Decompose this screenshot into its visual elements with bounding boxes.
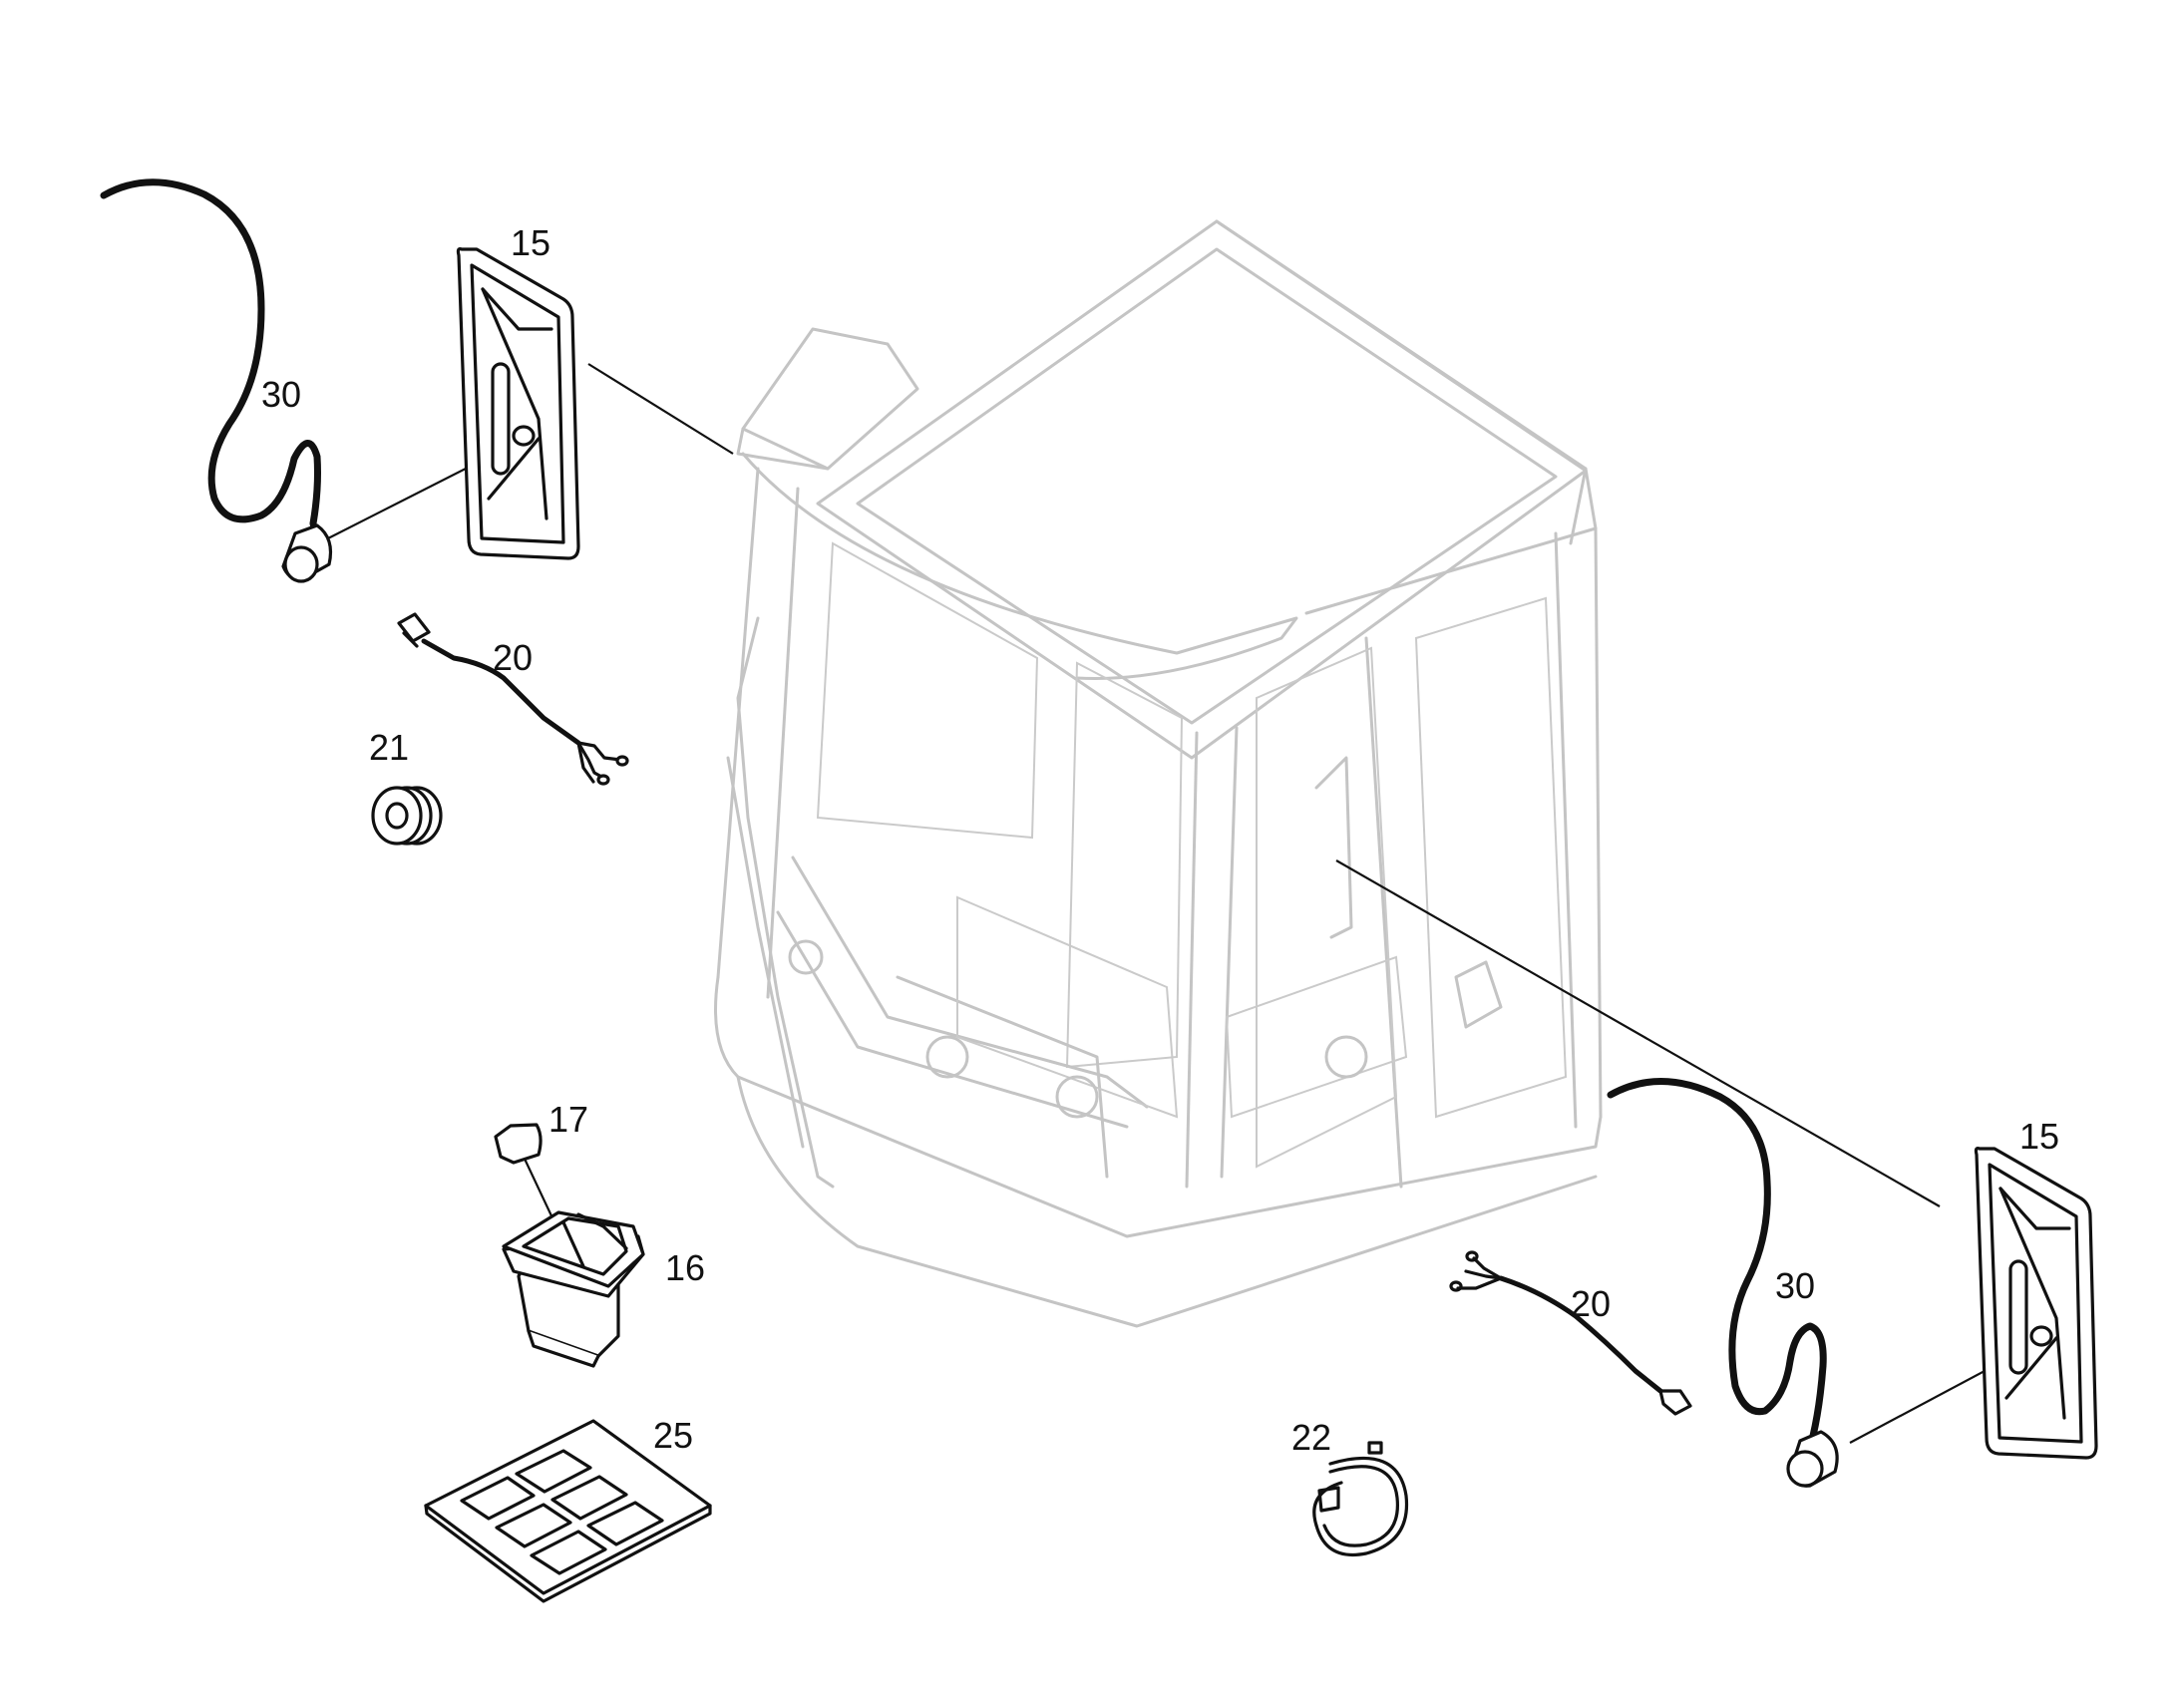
callouts: 15 30 20 21 17 16 25 22 20 30 15 bbox=[261, 222, 2059, 1458]
harness-right bbox=[1449, 1250, 1692, 1416]
callout-15-left: 15 bbox=[511, 222, 550, 263]
cab-frame bbox=[714, 219, 1603, 1328]
callout-16: 16 bbox=[665, 1247, 705, 1288]
callout-25: 25 bbox=[653, 1415, 693, 1456]
callout-20-right: 20 bbox=[1571, 1283, 1611, 1324]
callout-30-right: 30 bbox=[1775, 1265, 1815, 1306]
callout-15-right: 15 bbox=[2019, 1116, 2059, 1157]
callout-21: 21 bbox=[369, 727, 409, 768]
mirror-left bbox=[456, 247, 580, 560]
leader-mirror-right bbox=[1335, 859, 1941, 1207]
rocker-switch bbox=[502, 1210, 645, 1368]
hose-clamp bbox=[1312, 1441, 1409, 1556]
grommet bbox=[371, 786, 443, 846]
cable-right bbox=[1607, 1078, 1839, 1488]
cable-left bbox=[100, 178, 333, 583]
callout-20-left: 20 bbox=[493, 637, 533, 678]
label-sheet bbox=[424, 1419, 712, 1603]
callout-30-left: 30 bbox=[261, 374, 301, 415]
harness-left bbox=[397, 612, 629, 786]
callout-22: 22 bbox=[1291, 1417, 1331, 1458]
mirror-right bbox=[1974, 1147, 2098, 1460]
callout-17: 17 bbox=[548, 1099, 588, 1140]
leader-mirror-left bbox=[587, 363, 734, 455]
switch-cap bbox=[494, 1123, 543, 1165]
